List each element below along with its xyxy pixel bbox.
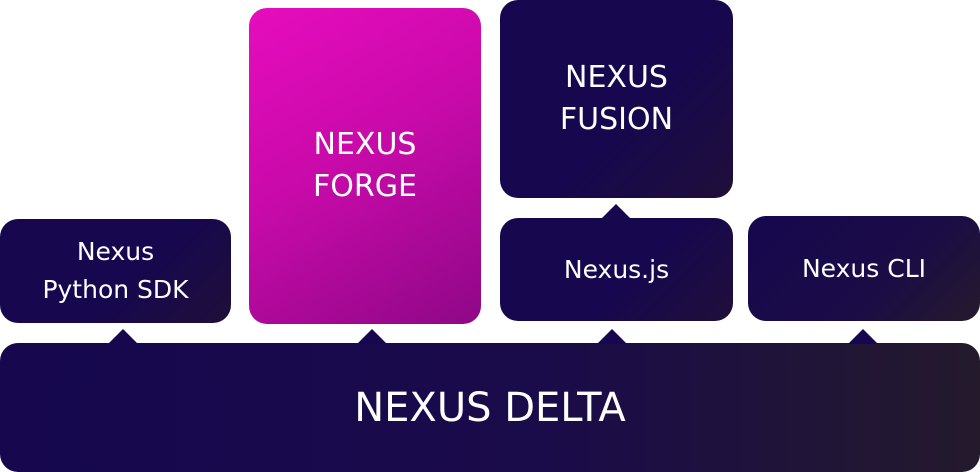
- fusion-label-line1: NEXUS: [565, 60, 668, 95]
- forge-label-line2: FORGE: [313, 169, 417, 204]
- python-sdk-label-line2: Python SDK: [42, 275, 189, 304]
- forge-label-line1: NEXUS: [313, 127, 417, 162]
- nexus-delta-label: NEXUS DELTA: [354, 384, 626, 431]
- nexus-cli-label: Nexus CLI: [801, 253, 926, 283]
- nexus-js-label: Nexus.js: [563, 254, 670, 284]
- forge-connector-arrow: [357, 329, 387, 344]
- nexus-js-box: Nexus.js: [500, 218, 733, 321]
- nexus-cli-box: Nexus CLI: [748, 216, 980, 321]
- fusion-label-line2: FUSION: [559, 102, 674, 137]
- cli-connector-arrow: [848, 329, 878, 344]
- nexus-fusion-box: NEXUS FUSION: [500, 0, 733, 198]
- python-sdk-connector-arrow: [108, 329, 138, 344]
- nexus-python-sdk-box: Nexus Python SDK: [0, 219, 231, 323]
- python-sdk-label-line1: Nexus: [76, 237, 155, 266]
- nexus-forge-box: NEXUS FORGE: [249, 8, 481, 324]
- nexus-js-connector-arrow: [597, 329, 627, 344]
- nexus-delta-box: NEXUS DELTA: [0, 343, 980, 472]
- fusion-connector-arrow: [601, 204, 631, 219]
